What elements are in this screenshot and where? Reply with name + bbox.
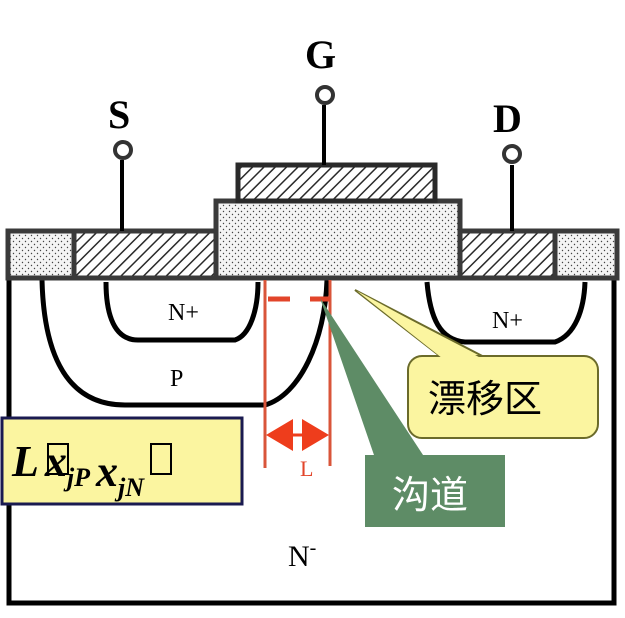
source-metal: [71, 228, 219, 281]
dimension-arrow-right-icon: [302, 419, 329, 451]
field-oxide-left: [5, 228, 77, 281]
channel-callout: [365, 455, 505, 527]
drain-label: D: [493, 96, 522, 141]
field-oxide-right: [552, 228, 620, 281]
n-plus-source-junction: [103, 281, 261, 343]
source-terminal-icon: [113, 140, 133, 160]
drift-region-label: 漂移区: [428, 377, 542, 421]
gate-metal: [235, 162, 438, 204]
drift-callout-pointer-fill: [357, 291, 488, 362]
channel-label: 沟道: [392, 473, 468, 517]
drain-terminal-icon: [502, 144, 522, 164]
source-label: S: [108, 92, 130, 137]
n-plus-source-label: N+: [168, 300, 199, 326]
relation-symbol-placeholder-1: [47, 443, 69, 475]
drift-region-callout: [407, 355, 599, 439]
gate-terminal-icon: [315, 85, 335, 105]
dimension-arrow-left-icon: [266, 419, 293, 451]
n-minus-label: N-: [288, 537, 316, 573]
channel-length-label: L: [300, 456, 313, 481]
drain-metal: [457, 228, 558, 281]
p-body-label: P: [170, 366, 183, 392]
relation-symbol-placeholder-2: [150, 443, 172, 475]
gate-oxide: [213, 198, 463, 281]
n-plus-drain-junction: [424, 281, 588, 345]
channel-callout-pointer: [320, 298, 425, 458]
p-body-junction: [39, 279, 265, 408]
gate-label: G: [305, 32, 336, 77]
n-plus-drain-label: N+: [492, 308, 523, 334]
formula-box: [0, 416, 244, 506]
